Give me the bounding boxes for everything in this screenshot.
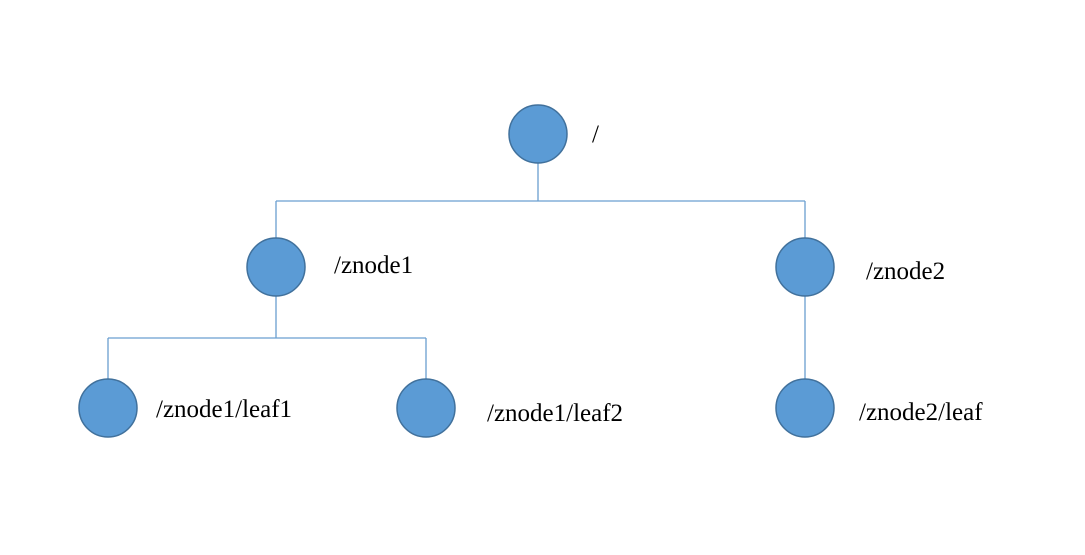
tree-node-znode2: /znode2 <box>775 237 945 297</box>
node-label: /znode1/leaf1 <box>156 396 292 423</box>
node-circle <box>396 378 456 438</box>
node-label: /znode2/leaf <box>859 399 983 426</box>
node-label: / <box>592 121 599 148</box>
node-label: /znode2 <box>866 258 945 285</box>
tree-node-znode1: /znode1 <box>246 237 413 297</box>
node-circle <box>78 378 138 438</box>
tree-node-root: / <box>508 104 599 164</box>
tree-node-znode2-leaf: /znode2/leaf <box>775 378 983 438</box>
node-circle <box>508 104 568 164</box>
tree-node-znode1-leaf2: /znode1/leaf2 <box>396 378 623 438</box>
tree-nodes: / /znode1/znode2/znode1/leaf1/znode1/leaf… <box>78 104 983 438</box>
node-circle <box>775 237 835 297</box>
tree-node-znode1-leaf1: /znode1/leaf1 <box>78 378 292 438</box>
node-circle <box>246 237 306 297</box>
node-circle <box>775 378 835 438</box>
node-label: /znode1 <box>334 252 413 279</box>
tree-edges <box>107 163 806 379</box>
node-label: /znode1/leaf2 <box>487 400 623 427</box>
